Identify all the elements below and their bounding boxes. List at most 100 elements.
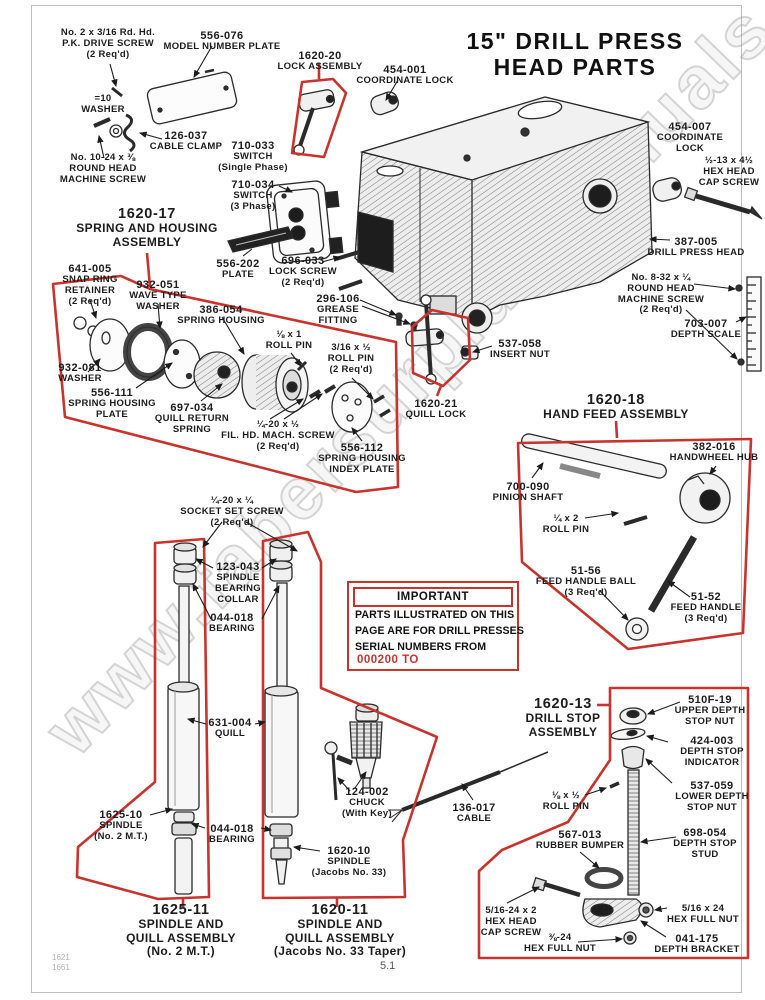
part-description-line: SWITCH xyxy=(233,151,273,162)
part-number: 641-005 xyxy=(68,263,112,275)
part-number: 51-52 xyxy=(690,591,722,603)
part-description-line: SPRING HOUSING xyxy=(177,315,265,326)
part-description-line: (2 Req'd) xyxy=(256,440,300,452)
page-number: 5.1 xyxy=(380,960,396,972)
part-description-line: MACHINE SCREW xyxy=(59,173,147,185)
part-description-line: UPPER DEPTH xyxy=(674,705,746,716)
part-description-line: =10 xyxy=(94,93,112,104)
coordinate-lock-454-007-illustration xyxy=(652,177,763,220)
part-description-line: FIL. HD. MACH. SCREW xyxy=(221,429,335,441)
part-description-line: ASSEMBLY xyxy=(528,724,598,739)
outline-spindle-1620-11 xyxy=(261,530,439,900)
part-number: 710-033 xyxy=(231,140,275,152)
part-description-line: STUD xyxy=(691,848,719,860)
illustrations xyxy=(73,68,763,945)
part-description-line: QUILL xyxy=(214,728,245,739)
part-description-line: (Single Phase) xyxy=(218,161,288,173)
part-description-line: 3/16 x ½ xyxy=(331,342,371,353)
part-description-line: (3 Req'd) xyxy=(564,586,608,598)
part-description-line: RETAINER xyxy=(64,284,116,296)
part-description-line: ROLL PIN xyxy=(542,800,590,812)
part-number: 696-033 xyxy=(281,255,325,267)
part-description-line: STOP NUT xyxy=(684,715,736,727)
part-description-line: ROLL PIN xyxy=(542,523,590,535)
part-description-line: ⅛ x ½ xyxy=(552,790,580,801)
part-description-line: (2 Req'd) xyxy=(329,363,373,375)
important-line: PARTS ILLUSTRATED ON THIS xyxy=(355,609,515,621)
part-description-line: ROLL PIN xyxy=(265,339,313,351)
part-description-line: SPRING HOUSING xyxy=(68,398,156,409)
part-description-line: (Jacobs No. 33 Taper) xyxy=(273,944,407,958)
part-description-line: LOWER DEPTH xyxy=(675,791,749,802)
part-description-line: CABLE xyxy=(456,813,492,824)
part-number: 382-016 xyxy=(692,441,736,453)
spring-housing-parts-illustration xyxy=(73,316,391,433)
outline-quill-lock xyxy=(410,308,472,388)
outline-spindle-1625-11 xyxy=(75,537,211,901)
part-number: 567-013 xyxy=(558,829,602,841)
part-number: 698-054 xyxy=(683,827,727,839)
part-description-line: 5/16-24 x 2 xyxy=(485,905,537,916)
part-description-line: (3 Phase) xyxy=(230,200,276,212)
cable-illustration xyxy=(388,751,549,823)
part-description-line: DEPTH STOP xyxy=(680,746,744,757)
part-number: 51-56 xyxy=(570,565,602,577)
outline-drill-stop-assembly xyxy=(477,686,750,960)
part-description-line: ⅜-24 xyxy=(548,932,572,943)
part-description-line: CAP SCREW xyxy=(698,176,760,188)
part-number: 556-111 xyxy=(91,387,133,399)
part-description-line: HANDWHEEL HUB xyxy=(669,452,759,463)
part-description-line: QUILL LOCK xyxy=(405,409,467,420)
part-number: 556-076 xyxy=(200,30,244,42)
part-number: 537-059 xyxy=(690,780,734,792)
part-label-no-2-x-3-16-rd-hd-: No. 2 x 3/16 Rd. Hd.P.K. DRIVE SCREW(2 R… xyxy=(61,27,155,60)
part-number: 454-001 xyxy=(383,64,427,76)
part-description-line: CABLE CLAMP xyxy=(149,141,223,152)
outline-lock-assembly xyxy=(290,77,348,159)
drill-press-head-illustration xyxy=(354,96,653,334)
part-description-line: QUILL ASSEMBLY xyxy=(126,930,236,945)
part-number: 556-202 xyxy=(216,258,260,270)
part-description-line: SWITCH xyxy=(233,190,273,201)
part-number: 1620-18 xyxy=(586,392,646,408)
part-number: 1620-13 xyxy=(533,696,593,712)
part-number: 631-004 xyxy=(208,717,252,729)
part-number: 123-043 xyxy=(216,561,260,573)
part-description-line: ASSEMBLY xyxy=(112,234,182,249)
part-description-line: ROUND HEAD xyxy=(627,282,695,294)
part-description-line: HEX HEAD xyxy=(703,165,755,177)
part-description-line: No. 8-32 x ¼ xyxy=(631,272,691,283)
part-description-line: No. 10-24 x ⅜ xyxy=(70,152,136,163)
part-description-line: WASHER xyxy=(81,103,125,115)
part-number: 124-002 xyxy=(345,786,389,798)
part-description-line: LOCK SCREW xyxy=(269,266,337,277)
part-description-line: BEARING xyxy=(215,582,261,594)
outline-spring-housing-assembly xyxy=(51,274,400,494)
